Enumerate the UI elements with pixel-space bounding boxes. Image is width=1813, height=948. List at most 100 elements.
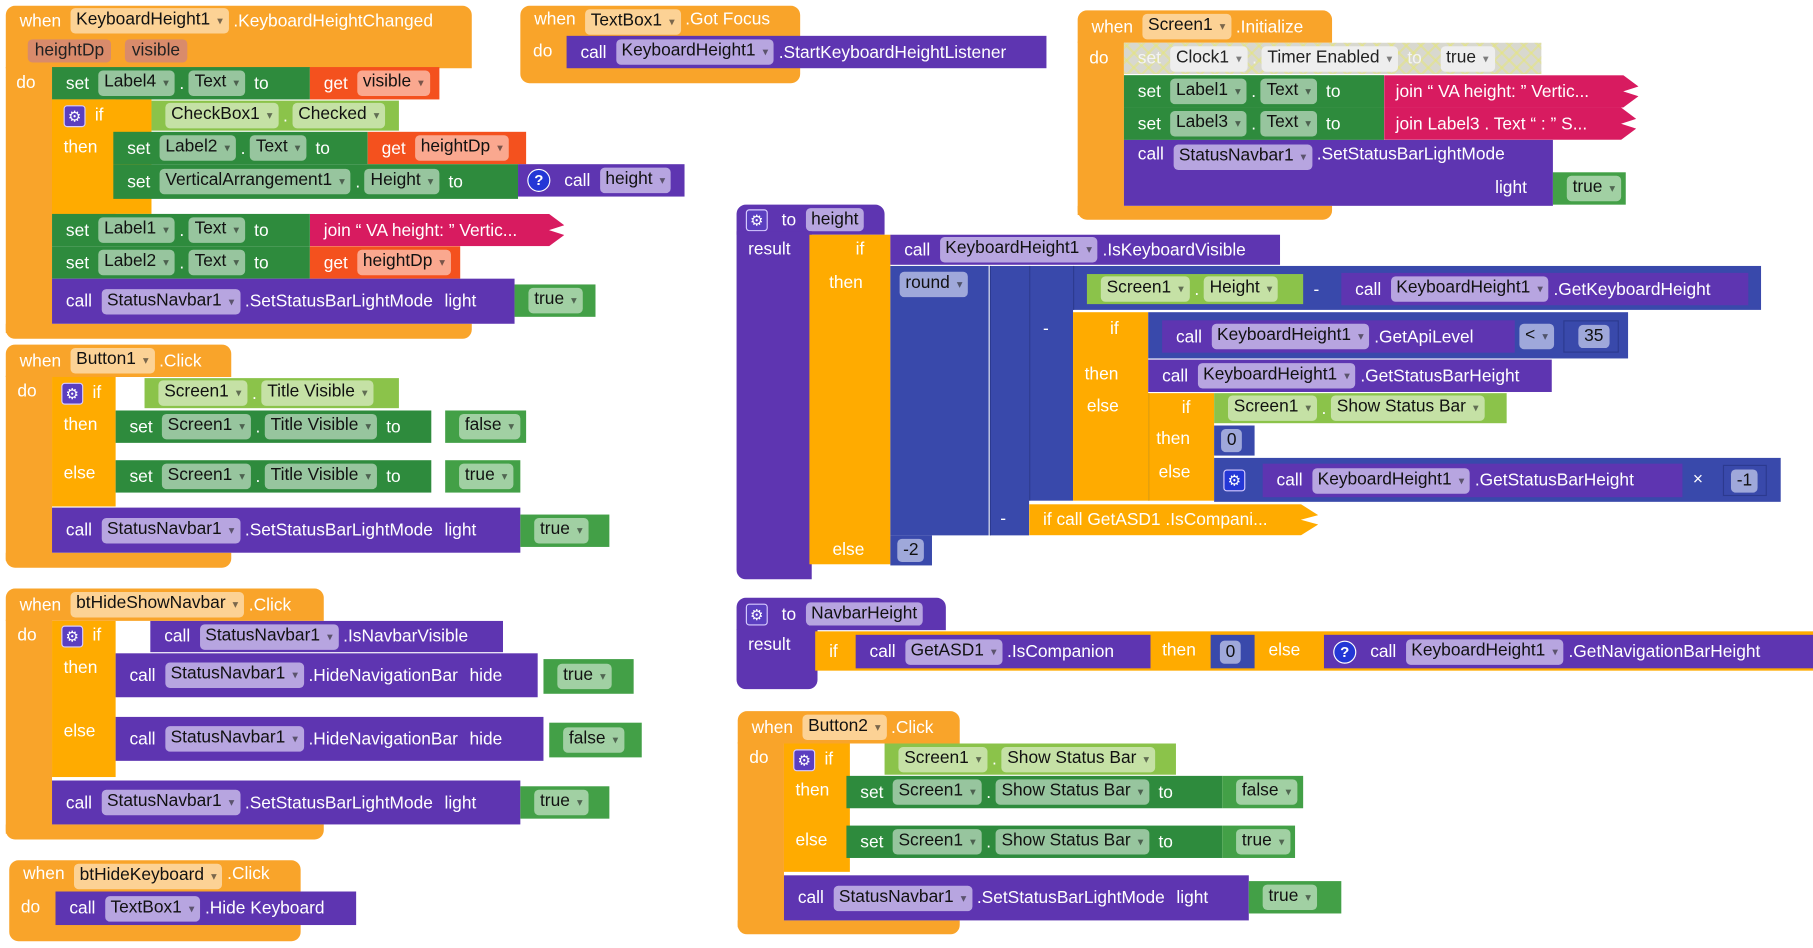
boolean-dropdown[interactable]: true bbox=[1262, 884, 1317, 911]
event-block-button1-click[interactable]: when Button1 .Click bbox=[5, 344, 232, 377]
boolean-dropdown[interactable]: false bbox=[563, 727, 625, 753]
gear-icon[interactable]: ⚙ bbox=[1223, 468, 1246, 491]
method-call-block[interactable]: call StatusNavbar1 .HideNavigationBar hi… bbox=[115, 716, 544, 761]
set-block[interactable]: set Label1 . Text to bbox=[52, 213, 310, 247]
component-dropdown[interactable]: StatusNavbar1 bbox=[101, 789, 241, 816]
method-call-block[interactable]: call KeyboardHeight1 .StartKeyboardHeigh… bbox=[566, 35, 1047, 69]
property-dropdown[interactable]: Text bbox=[188, 249, 245, 276]
component-getter-block[interactable]: Screen1 . Show Status Bar bbox=[1214, 393, 1507, 424]
procedure-call-block[interactable]: ? call height bbox=[518, 164, 685, 197]
join-block-collapsed[interactable]: join “ VA height: ” Vertic... bbox=[309, 213, 565, 247]
component-dropdown[interactable]: KeyboardHeight1 bbox=[939, 237, 1098, 263]
component-dropdown[interactable]: Button2 bbox=[802, 714, 887, 741]
set-block[interactable]: set Screen1 . Show Status Bar to bbox=[846, 775, 1223, 809]
logic-true-block[interactable]: true bbox=[1248, 881, 1342, 914]
set-block[interactable]: set Label3 . Text to bbox=[1123, 107, 1385, 140]
property-dropdown[interactable]: Height bbox=[1203, 276, 1279, 302]
method-call-block[interactable]: call KeyboardHeight1 .GetStatusBarHeight bbox=[1262, 463, 1683, 498]
component-getter-block[interactable]: Screen1 . Height bbox=[1086, 274, 1304, 305]
component-dropdown[interactable]: Label1 bbox=[1170, 78, 1247, 105]
method-call-block[interactable]: call StatusNavbar1 .SetStatusBarLightMod… bbox=[1123, 139, 1553, 206]
event-block-screen-initialize[interactable]: when Screen1 .Initialize bbox=[1077, 10, 1333, 43]
component-dropdown[interactable]: Button1 bbox=[70, 348, 155, 374]
gear-icon[interactable]: ⚙ bbox=[745, 603, 768, 625]
component-dropdown[interactable]: Screen1 bbox=[1142, 13, 1232, 40]
property-dropdown[interactable]: Text bbox=[188, 70, 245, 96]
procedure-dropdown[interactable]: height bbox=[599, 167, 672, 194]
method-call-block[interactable]: call StatusNavbar1 .SetStatusBarLightMod… bbox=[52, 507, 521, 553]
property-dropdown[interactable]: Show Status Bar bbox=[1001, 746, 1155, 772]
property-dropdown[interactable]: Timer Enabled bbox=[1261, 45, 1399, 72]
set-block[interactable]: set Screen1 . Title Visible to bbox=[115, 460, 432, 493]
component-dropdown[interactable]: Label2 bbox=[98, 249, 175, 276]
boolean-dropdown[interactable]: true bbox=[1236, 829, 1291, 855]
number-field[interactable]: 0 bbox=[1219, 640, 1242, 664]
method-call-block[interactable]: call StatusNavbar1 .SetStatusBarLightMod… bbox=[52, 780, 521, 825]
component-dropdown[interactable]: Screen1 bbox=[158, 380, 248, 406]
component-dropdown[interactable]: StatusNavbar1 bbox=[199, 623, 339, 650]
component-dropdown[interactable]: StatusNavbar1 bbox=[164, 662, 304, 688]
number-field[interactable]: 35 bbox=[1578, 324, 1610, 349]
method-call-block[interactable]: call KeyboardHeight1 .GetApiLevel bbox=[1162, 320, 1515, 353]
boolean-dropdown[interactable]: true bbox=[557, 663, 612, 690]
component-dropdown[interactable]: Screen1 bbox=[161, 413, 251, 440]
component-dropdown[interactable]: Screen1 bbox=[1227, 395, 1317, 421]
number-block[interactable]: 0 bbox=[1210, 634, 1255, 669]
component-dropdown[interactable]: Screen1 bbox=[161, 463, 251, 490]
method-call-block[interactable]: call TextBox1 .Hide Keyboard bbox=[55, 891, 357, 926]
component-dropdown[interactable]: Screen1 bbox=[892, 779, 982, 805]
gear-icon[interactable]: ⚙ bbox=[745, 208, 768, 231]
boolean-dropdown[interactable]: true bbox=[1566, 175, 1622, 202]
if-expression-block[interactable] bbox=[809, 234, 891, 565]
get-block[interactable]: get heightDp bbox=[309, 246, 461, 279]
set-block[interactable]: set Screen1 . Title Visible to bbox=[115, 410, 432, 443]
component-dropdown[interactable]: Label2 bbox=[159, 135, 236, 161]
set-block[interactable]: set Label2 . Text to bbox=[113, 131, 368, 165]
if-expression-collapsed[interactable]: if call GetASD1 .IsCompani... bbox=[1029, 504, 1319, 536]
variable-dropdown[interactable]: heightDp bbox=[357, 249, 451, 276]
join-block-collapsed[interactable]: join “ VA height: ” Vertic... bbox=[1384, 75, 1639, 108]
param-heightdp[interactable]: heightDp bbox=[27, 39, 112, 63]
component-dropdown[interactable]: KeyboardHeight1 bbox=[1405, 638, 1564, 665]
join-block-collapsed[interactable]: join Label3 . Text “ : ” S... bbox=[1384, 107, 1637, 140]
component-dropdown[interactable]: Screen1 bbox=[892, 829, 982, 855]
component-dropdown[interactable]: StatusNavbar1 bbox=[101, 288, 241, 314]
component-dropdown[interactable]: KeyboardHeight1 bbox=[1211, 323, 1370, 350]
component-dropdown[interactable]: StatusNavbar1 bbox=[101, 517, 241, 543]
boolean-dropdown[interactable]: false bbox=[459, 413, 521, 440]
component-dropdown[interactable]: KeyboardHeight1 bbox=[1390, 276, 1549, 302]
method-call-block[interactable]: call StatusNavbar1 .IsNavbarVisible bbox=[150, 620, 503, 653]
boolean-dropdown[interactable]: true bbox=[1440, 45, 1495, 72]
round-dropdown[interactable]: round bbox=[899, 271, 969, 298]
component-dropdown[interactable]: Label1 bbox=[98, 217, 175, 243]
boolean-dropdown[interactable]: true bbox=[534, 518, 589, 544]
component-dropdown[interactable]: CheckBox1 bbox=[165, 102, 279, 129]
if-block[interactable]: ⚙ if bbox=[783, 743, 850, 872]
number-block[interactable]: -2 bbox=[890, 535, 932, 566]
component-getter-block[interactable]: CheckBox1 . Checked bbox=[151, 100, 399, 131]
component-dropdown[interactable]: Label4 bbox=[98, 70, 175, 96]
procedure-block-navbarheight[interactable]: ⚙ to NavbarHeight bbox=[736, 597, 946, 631]
boolean-dropdown[interactable]: false bbox=[1236, 779, 1298, 805]
property-dropdown[interactable]: Text bbox=[188, 217, 245, 243]
logic-true-block[interactable]: true bbox=[445, 460, 521, 493]
set-block-disabled[interactable]: set Clock1 . Timer Enabled to true bbox=[1124, 42, 1542, 75]
logic-true-block[interactable]: true bbox=[514, 284, 596, 317]
property-dropdown[interactable]: Text bbox=[1260, 78, 1317, 105]
component-dropdown[interactable]: btHideKeyboard bbox=[73, 863, 223, 890]
event-block-button2-click[interactable]: when Button2 .Click bbox=[737, 711, 960, 744]
if-expression-block[interactable] bbox=[1148, 393, 1215, 501]
number-block[interactable]: 0 bbox=[1214, 425, 1255, 456]
property-dropdown[interactable]: Show Status Bar bbox=[995, 829, 1150, 855]
procedure-call-block[interactable]: ? call KeyboardHeight1 .GetNavigationBar… bbox=[1323, 634, 1813, 669]
component-dropdown[interactable]: StatusNavbar1 bbox=[1173, 144, 1313, 170]
component-dropdown[interactable]: VerticalArrangement1 bbox=[159, 168, 351, 195]
component-dropdown[interactable]: Screen1 bbox=[898, 746, 988, 772]
method-call-block[interactable]: call GetASD1 .IsCompanion bbox=[855, 634, 1151, 669]
gear-icon[interactable]: ⚙ bbox=[63, 105, 86, 128]
component-getter-block[interactable]: Screen1 . Title Visible bbox=[144, 378, 399, 409]
number-field[interactable]: -2 bbox=[897, 538, 925, 562]
gear-icon[interactable]: ⚙ bbox=[793, 749, 816, 772]
property-dropdown[interactable]: Title Visible bbox=[264, 463, 377, 490]
